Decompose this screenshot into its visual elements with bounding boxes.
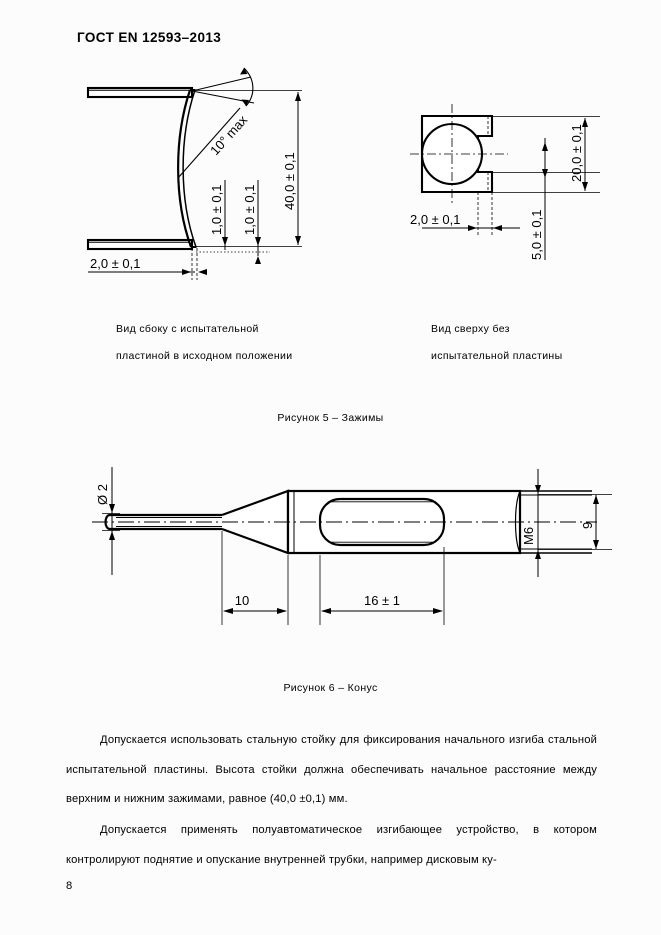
dim-label-width-20: 20,0 ± 0,1: [569, 124, 584, 182]
dim-slot-5: 5,0 ± 0,1: [529, 138, 548, 260]
dim-cone-length-10: 10: [223, 593, 287, 614]
dim-gap-lower-1: 1,0 ± 0,1: [242, 180, 261, 264]
caption-side-line-1: Вид сбоку с испытательной: [116, 323, 259, 335]
body-paragraph-1-container: Допускается использовать стальную стойку…: [66, 726, 597, 815]
figure-5-drawings: 10° max 40,0 ± 0,1 1,0 ± 0,1: [0, 60, 661, 310]
dim-width-20: 20,0 ± 0,1: [569, 118, 588, 191]
figure-6-cone-drawing: Ø 2 10 16 ± 1: [92, 467, 612, 625]
dim-label-body-diameter: 9: [580, 522, 595, 529]
figure-5-side-view-caption: Вид сбоку с испытательной пластиной в ис…: [116, 316, 292, 370]
dim-label-gap-upper: 1,0 ± 0,1: [209, 184, 224, 235]
body-paragraph-2-container: Допускается применять полуавтоматическое…: [66, 816, 597, 875]
caption-top-line-2: испытательной пластины: [431, 350, 563, 362]
dim-label-body-length: 16 ± 1: [364, 593, 400, 608]
dim-label-thickness-2-top: 2,0 ± 0,1: [410, 212, 461, 227]
dim-height-40: 40,0 ± 0,1: [282, 92, 301, 245]
bent-test-plate: [177, 89, 197, 248]
dim-body-length-16: 16 ± 1: [321, 593, 443, 614]
dim-label-plate-thickness: 2,0 ± 0,1: [90, 256, 141, 271]
dim-thread-m6: M6: [521, 469, 541, 577]
dim-gap-upper-1: 1,0 ± 0,1: [209, 180, 228, 250]
upper-clamp-plate: [86, 86, 194, 99]
dim-label-cone-length: 10: [235, 593, 249, 608]
dim-body-diameter-9: 9: [538, 494, 612, 550]
angle-dimension-10deg: 10° max: [177, 67, 255, 179]
figure-5-title: Рисунок 5 – Зажимы: [277, 412, 384, 424]
figure-6-drawing-area: Ø 2 10 16 ± 1: [0, 465, 661, 650]
figure-5-side-view-drawing: 10° max 40,0 ± 0,1 1,0 ± 0,1: [86, 67, 302, 280]
page-number: 8: [66, 880, 73, 892]
caption-top-line-1: Вид сверху без: [431, 323, 510, 335]
caption-side-line-2: пластиной в исходном положении: [116, 350, 293, 362]
body-paragraph-1: Допускается использовать стальную стойку…: [66, 734, 597, 805]
figure-5-top-view-drawing: 20,0 ± 0,1 5,0 ± 0,1 2,0 ± 0,1: [410, 104, 600, 260]
center-lines: [410, 104, 508, 206]
figure-5-top-view-caption: Вид сверху без испытательной пластины: [431, 316, 562, 370]
dim-thickness-2-top-view: 2,0 ± 0,1: [410, 192, 520, 236]
figure-6-title: Рисунок 6 – Конус: [283, 682, 378, 694]
dim-label-thread: M6: [521, 527, 536, 545]
dim-label-slot-5: 5,0 ± 0,1: [529, 209, 544, 260]
dim-tube-diameter: Ø 2: [95, 467, 120, 575]
page-title: ГОСТ EN 12593–2013: [77, 30, 222, 45]
dim-label-tube-diameter: Ø 2: [95, 484, 110, 505]
dim-label-angle: 10° max: [207, 112, 250, 158]
dim-label-height-40: 40,0 ± 0,1: [282, 152, 297, 210]
dim-plate-thickness-2: 2,0 ± 0,1: [88, 248, 207, 280]
body-paragraph-2: Допускается применять полуавтоматическое…: [66, 824, 597, 866]
threaded-shank: [514, 490, 592, 554]
lower-clamp-plate: [86, 238, 194, 251]
dim-label-gap-lower: 1,0 ± 0,1: [242, 184, 257, 235]
